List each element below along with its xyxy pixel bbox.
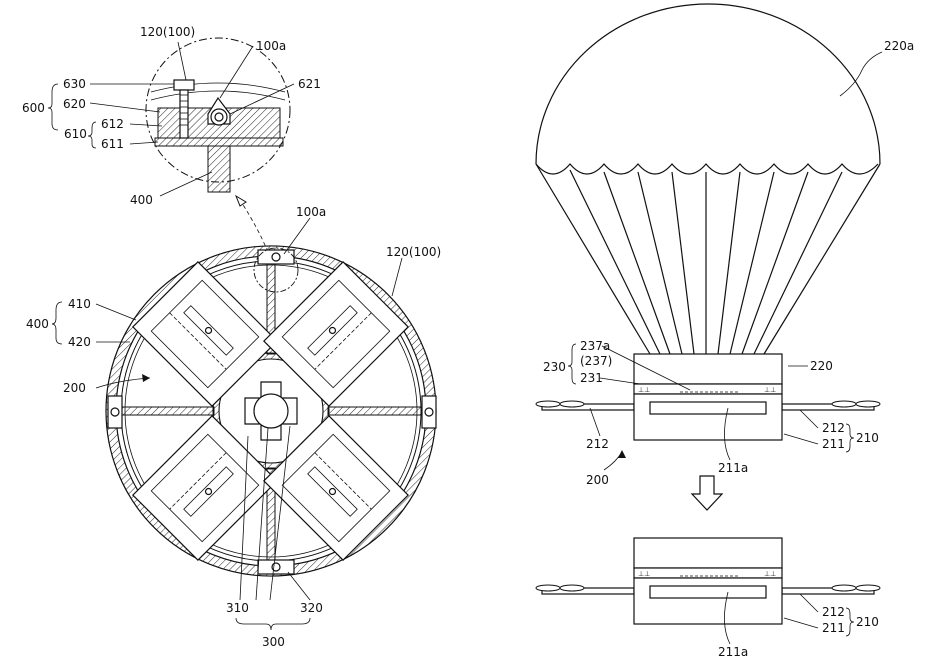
label-621: 621 [298,77,321,91]
label-210: 210 [856,431,879,445]
label-620: 620 [63,97,86,111]
cross-section-view [95,217,437,631]
label-210-bottom: 210 [856,615,879,629]
label-211a-bottom: 211a [718,645,748,659]
label-310: 310 [226,601,249,615]
label-400-mid: 400 [26,317,49,331]
label-120-100-mid: 120(100) [386,245,441,259]
label-120-100-top: 120(100) [140,25,195,39]
label-200-left: 200 [63,381,86,395]
svg-text:⊥⊥: ⊥⊥ [638,386,650,394]
label-612: 612 [101,117,124,131]
label-600: 600 [22,101,45,115]
label-237a: 237a [580,339,610,353]
svg-text:⊥⊥: ⊥⊥ [638,570,650,578]
label-100a-mid: 100a [296,205,326,219]
label-610: 610 [64,127,87,141]
label-630: 630 [63,77,86,91]
label-212-left: 212 [586,437,609,451]
svg-text:⊥⊥: ⊥⊥ [764,570,776,578]
parachute-view: ⊥⊥ ⊥⊥ ⊥⊥ ⊥⊥ [535,3,883,645]
label-400-top: 400 [130,193,153,207]
label-220a: 220a [884,39,914,53]
label-100a-top: 100a [256,39,286,53]
label-212-right: 212 [822,421,845,435]
label-211-bottom: 211 [822,621,845,635]
label-220: 220 [810,359,833,373]
label-300: 300 [262,635,285,649]
label-320: 320 [300,601,323,615]
label-410: 410 [68,297,91,311]
label-211a: 211a [718,461,748,475]
label-212-bottom: 212 [822,605,845,619]
svg-text:⊥⊥: ⊥⊥ [764,386,776,394]
label-237: (237) [580,354,612,368]
label-420: 420 [68,335,91,349]
label-211: 211 [822,437,845,451]
label-611: 611 [101,137,124,151]
label-231: 231 [580,371,603,385]
label-230: 230 [543,360,566,374]
label-200-right: 200 [586,473,609,487]
detail-view [89,37,295,253]
